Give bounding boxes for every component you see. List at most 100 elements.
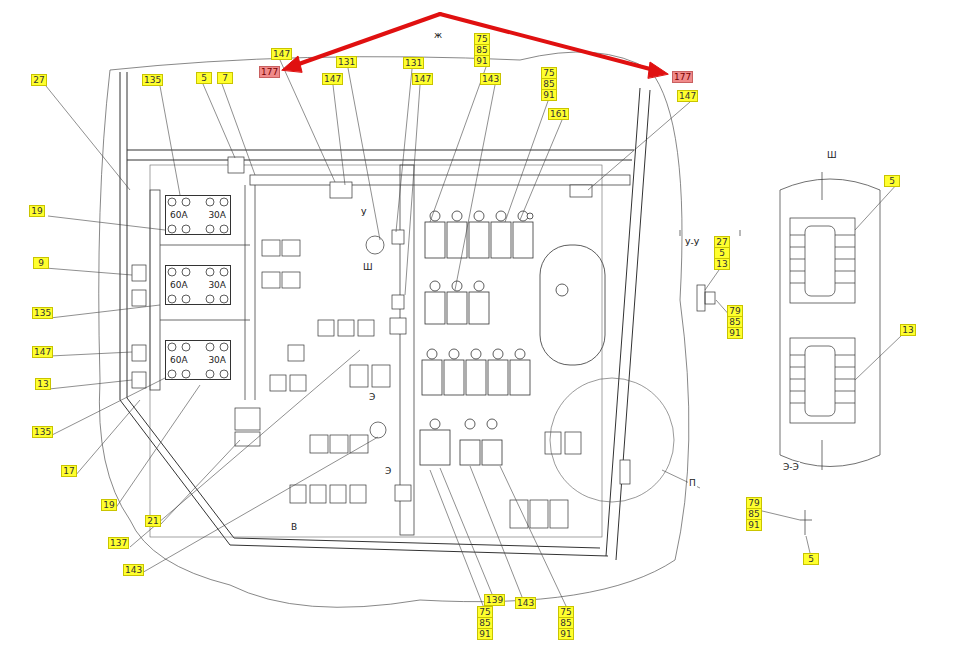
fuse-terminal [168,198,176,206]
cut-contour [99,52,689,607]
relay-block [390,318,406,334]
fuse-terminal [182,343,190,351]
callout-number: 139 [484,594,505,606]
circuit-breaker [465,419,475,429]
relay-block [330,182,352,198]
fuse-block: 60А30А [165,340,231,380]
leader-line [405,85,420,295]
cabinet-wall [606,88,640,556]
relay-block [366,236,384,254]
fuse-terminal [220,268,228,276]
circuit-breaker [471,349,481,359]
relay-block [288,345,304,361]
highlight-arrow [648,62,668,78]
circuit-breaker [420,430,450,465]
fuse-terminal [206,295,214,303]
section-detail [790,338,855,423]
fuse-terminal [182,225,190,233]
section-detail [790,355,855,403]
cable-duct [400,165,414,535]
section-mark: Э [368,392,376,402]
callout-number: 17 [61,465,77,477]
callout-number: 131 [403,57,424,69]
relay-block [132,290,146,306]
fuse-block: 60А30А [165,265,231,305]
relay-block [372,365,390,387]
relay-block [330,435,348,453]
callout-number: 135 [32,426,53,438]
callout-number: 147 [677,90,698,102]
cabinet-wall [127,72,600,548]
relay-block [132,372,146,388]
relay-block [318,320,334,336]
relay-block [310,485,326,503]
callout-number: 91 [558,628,574,640]
circuit-breaker [466,360,486,395]
callout-number: 91 [541,89,557,101]
cable-duct [245,185,255,400]
current-rating: 30А [208,280,226,290]
relay-block [370,422,386,438]
leader-line [855,183,898,230]
relay-block [262,240,280,256]
leader-line [806,536,810,553]
relay-block [545,432,561,454]
cabinet-wall [150,165,602,537]
circuit-breaker [430,211,440,221]
callout-number: 13 [714,258,730,270]
relay-block [310,435,328,453]
section-detail [790,235,855,283]
section-mark: У-У [684,238,700,248]
callout-number: 131 [336,56,357,68]
leader-line [758,510,800,520]
circuit-breaker [474,281,484,291]
circuit-breaker [425,292,445,324]
section-detail [780,179,880,467]
circuit-breaker [488,360,508,395]
relay-block [620,460,630,484]
fuse-terminal [182,268,190,276]
cabinet-wall [127,160,632,161]
fuse-terminal [168,295,176,303]
callout-number: 137 [108,537,129,549]
callout-number: 13 [35,378,51,390]
circuit-breaker [430,419,440,429]
section-detail [705,292,715,304]
callout-number: 147 [322,73,343,85]
relay-block [565,432,581,454]
section-mark: В [290,522,298,532]
leader-line [75,400,140,476]
relay-block [350,365,368,387]
callout-number: 135 [142,74,163,86]
leader-line [48,216,165,230]
relay-block [290,375,306,391]
leader-line [430,470,484,608]
callout-number: 5 [884,175,900,187]
circuit-breaker [510,360,530,395]
section-mark: ж [433,30,443,40]
circuit-breaker [447,222,467,258]
cable-duct [150,165,630,535]
section-mark: Э [384,466,392,476]
relay-block [270,375,286,391]
fuse-terminal [220,370,228,378]
relay-block [358,320,374,336]
callout-number: 161 [548,108,569,120]
fuse-terminal [182,295,190,303]
leader-line [115,385,200,509]
section-detail [680,230,740,236]
section-mark: Ш [826,150,838,160]
fuse-terminal [206,198,214,206]
current-rating: 30А [208,355,226,365]
cabinet-wall [120,72,650,560]
circuit-breaker [452,211,462,221]
leader-line [45,60,902,608]
callout-number: 9 [33,257,49,269]
cabinet-wall [120,72,608,556]
circuit-breaker [513,222,533,258]
callout-number: 177 [672,71,693,83]
circuit-breaker [482,440,502,465]
circuit-breaker [452,281,462,291]
fuse-terminal [168,370,176,378]
